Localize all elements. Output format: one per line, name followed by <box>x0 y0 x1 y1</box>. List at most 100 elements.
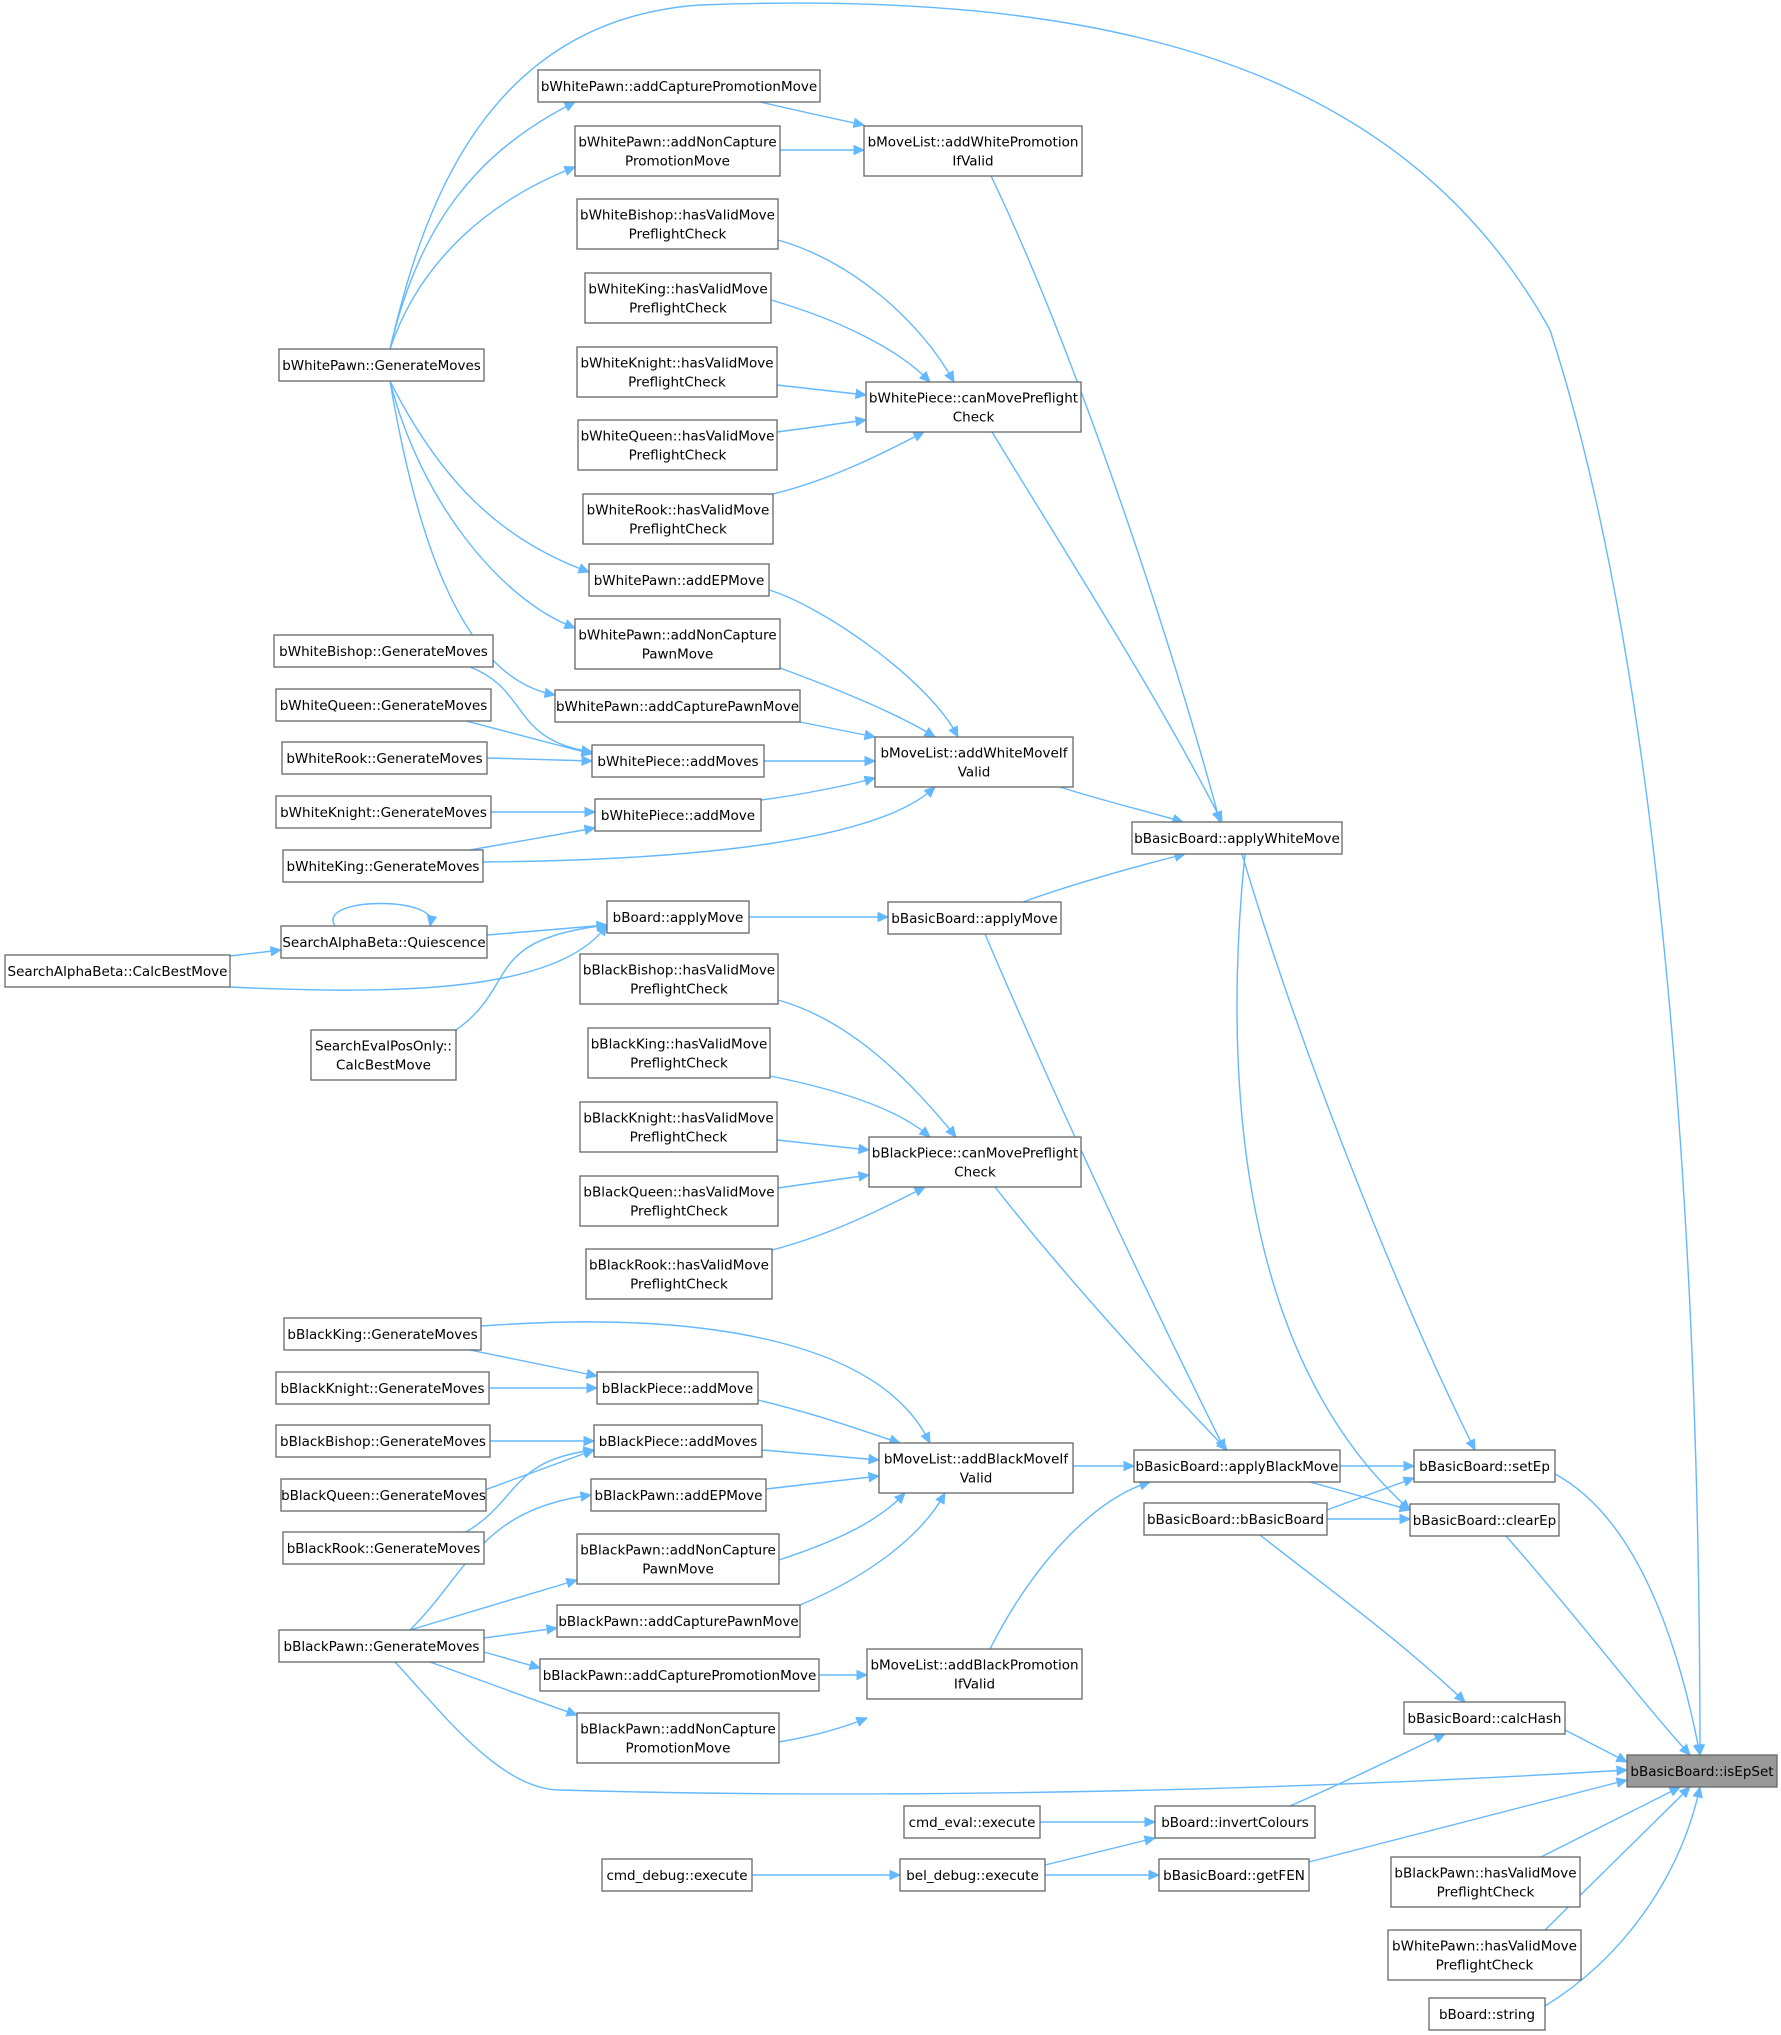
node-label: bMoveList::addBlackPromotion <box>870 1658 1078 1674</box>
call-edge-wp_gm-to-wp_acpm <box>389 101 576 350</box>
node-label: bWhitePiece::addMoves <box>597 754 758 770</box>
graph-node-bb_ctor[interactable]: bBasicBoard::bBasicBoard <box>1143 1502 1328 1536</box>
graph-node-bp_acp[interactable]: bBlackPawn::addCapturePawnMove <box>556 1604 801 1638</box>
node-label: PreflightCheck <box>630 1130 728 1146</box>
graph-node-b_str[interactable]: bBoard::string <box>1428 1997 1546 2031</box>
node-label: PromotionMove <box>626 1741 731 1757</box>
node-label: bel_debug::execute <box>906 1868 1039 1884</box>
call-edge-bb_am-to-bb_abm <box>984 933 1226 1451</box>
graph-node-bpc_am[interactable]: bBlackPiece::addMove <box>596 1371 759 1405</box>
graph-node-sab_q[interactable]: SearchAlphaBeta::Quiescence <box>280 925 488 959</box>
graph-node-bbi_gm[interactable]: bBlackBishop::GenerateMoves <box>275 1424 491 1458</box>
graph-node-sab_cbm[interactable]: SearchAlphaBeta::CalcBestMove <box>4 954 231 988</box>
graph-node-bb_am[interactable]: bBasicBoard::applyMove <box>887 901 1062 935</box>
arrowhead-bp_ancp-to-ml_abm <box>893 1492 906 1505</box>
node-box <box>865 381 1082 433</box>
graph-node-bb_awm[interactable]: bBasicBoard::applyWhiteMove <box>1131 821 1343 855</box>
arrowhead-bb_clearep-to-isEpSet <box>1679 1743 1691 1756</box>
graph-node-bk_gm[interactable]: bBlackKing::GenerateMoves <box>283 1317 482 1351</box>
graph-node-bb_fen[interactable]: bBasicBoard::getFEN <box>1158 1858 1310 1892</box>
arrowhead-wp_hv-to-isEpSet <box>1678 1786 1691 1799</box>
graph-node-wp_aep[interactable]: bWhitePawn::addEPMove <box>588 563 770 597</box>
arrowhead-bp_gm-to-bp_ancp <box>565 1577 579 1589</box>
call-edge-wp_acpm-to-ml_awp <box>759 101 865 126</box>
graph-node-wp_acpm[interactable]: bWhitePawn::addCapturePromotionMove <box>537 69 821 103</box>
graph-node-wpc_am[interactable]: bWhitePiece::addMove <box>594 798 762 832</box>
node-label: bWhitePawn::GenerateMoves <box>282 358 481 374</box>
graph-node-bpc_ams[interactable]: bBlackPiece::addMoves <box>593 1424 763 1458</box>
graph-node-b_am[interactable]: bBoard::applyMove <box>606 900 750 934</box>
graph-node-b_ic[interactable]: bBoard::invertColours <box>1154 1805 1316 1839</box>
graph-node-wp_gm[interactable]: bWhitePawn::GenerateMoves <box>278 348 485 382</box>
graph-node-bb_abm[interactable]: bBasicBoard::applyBlackMove <box>1133 1449 1341 1483</box>
node-label: SearchAlphaBeta::CalcBestMove <box>8 964 228 980</box>
graph-node-isEpSet[interactable]: bBasicBoard::isEpSet <box>1626 1754 1778 1788</box>
graph-node-wb_gm[interactable]: bWhiteBishop::GenerateMoves <box>273 634 494 668</box>
node-label: SearchAlphaBeta::Quiescence <box>282 935 485 951</box>
node-box <box>887 901 1062 935</box>
graph-node-wn_gm[interactable]: bWhiteKnight::GenerateMoves <box>275 795 492 829</box>
graph-node-bd_exec[interactable]: bel_debug::execute <box>899 1858 1046 1892</box>
graph-node-bp_acpm[interactable]: bBlackPawn::addCapturePromotionMove <box>539 1658 820 1692</box>
call-edge-wp_gm-to-wp_acp <box>389 380 556 696</box>
graph-node-bp_aep[interactable]: bBlackPawn::addEPMove <box>590 1478 767 1512</box>
node-box <box>579 953 779 1005</box>
node-box <box>591 744 765 778</box>
node-box <box>1158 1858 1310 1892</box>
node-label: bMoveList::addWhitePromotion <box>868 135 1079 151</box>
arrowhead-wb_hv-to-wpc_cmp <box>944 370 955 384</box>
graph-node-wk_gm[interactable]: bWhiteKing::GenerateMoves <box>282 849 484 883</box>
call-edge-sab_q-to-b_am <box>486 924 608 936</box>
graph-node-ce_exec[interactable]: cmd_eval::execute <box>903 1805 1041 1839</box>
graph-node-bp_gm[interactable]: bBlackPawn::GenerateMoves <box>278 1629 485 1663</box>
graph-node-br_gm[interactable]: bBlackRook::GenerateMoves <box>282 1531 485 1565</box>
graph-node-bq_gm[interactable]: bBlackQueen::GenerateMoves <box>280 1478 487 1512</box>
graph-node-wr_gm[interactable]: bWhiteRook::GenerateMoves <box>281 741 488 775</box>
graph-node-bn_gm[interactable]: bBlackKnight::GenerateMoves <box>275 1371 490 1405</box>
call-edge-bp_ancpm-to-ml_abp <box>778 1717 868 1743</box>
node-label: bBlackKing::GenerateMoves <box>287 1327 477 1343</box>
graph-node-cd_exec[interactable]: cmd_debug::execute <box>601 1858 753 1892</box>
node-box <box>278 348 485 382</box>
call-edge-bb_calchash-to-isEpSet <box>1564 1729 1628 1763</box>
graph-node-wq_gm[interactable]: bWhiteQueen::GenerateMoves <box>275 688 492 722</box>
graph-node-bb_clearep[interactable]: bBasicBoard::clearEp <box>1409 1503 1560 1537</box>
call-edge-bk_gm-to-bpc_am <box>469 1349 598 1377</box>
graph-node-bb_setep[interactable]: bBasicBoard::setEp <box>1413 1449 1556 1483</box>
arrowhead-cd_exec-to-bd_exec <box>889 1869 902 1881</box>
graph-node-wp_acp[interactable]: bWhitePawn::addCapturePawnMove <box>554 689 801 723</box>
node-box <box>278 1629 485 1663</box>
node-label: bBasicBoard::applyWhiteMove <box>1134 831 1340 847</box>
node-label: cmd_eval::execute <box>909 1815 1036 1831</box>
arrowhead-b_ic-to-bb_calchash <box>1433 1733 1447 1744</box>
graph-node-sep_cbm[interactable]: SearchEvalPosOnly::CalcBestMove <box>310 1029 457 1081</box>
graph-node-bb_calchash[interactable]: bBasicBoard::calcHash <box>1403 1701 1566 1735</box>
call-edge-bp_ancp-to-ml_abm <box>778 1492 906 1561</box>
arrowhead-sab_cbm-to-sab_q <box>269 945 283 957</box>
graph-node-wpc_ams[interactable]: bWhitePiece::addMoves <box>591 744 765 778</box>
call-edge-b_str-to-isEpSet <box>1544 1786 1701 2007</box>
